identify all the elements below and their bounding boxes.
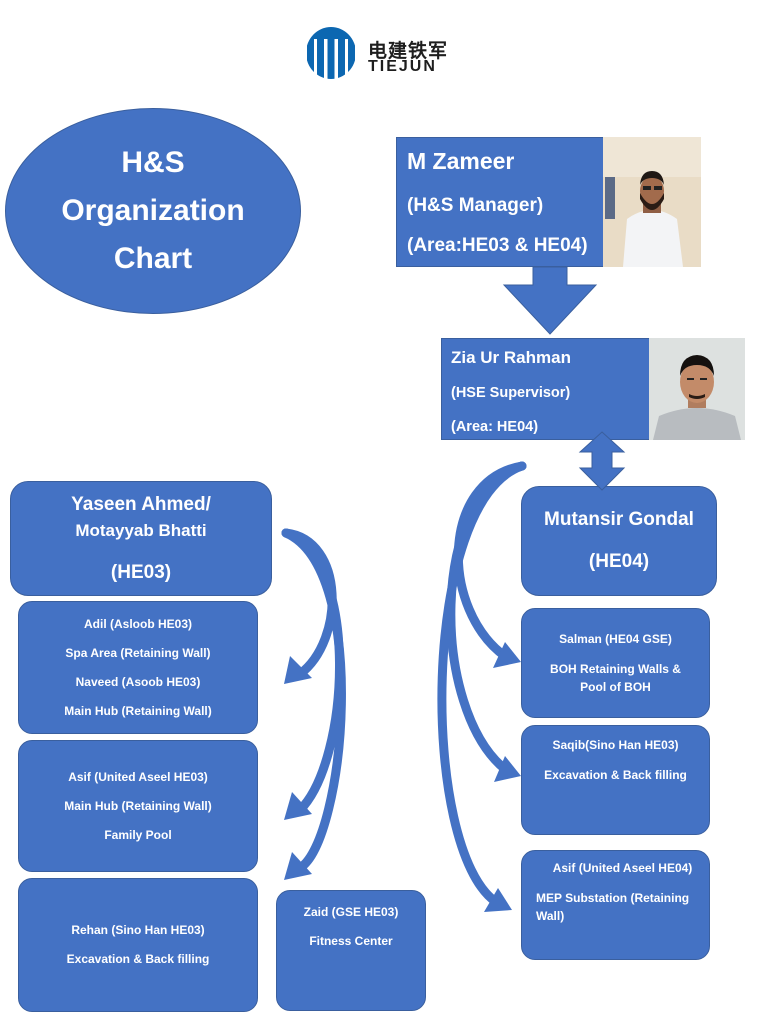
he03-team-rehan: Rehan (Sino Han HE03) Excavation & Back … [18, 878, 258, 1012]
he04-lead-area: (HE04) [588, 551, 650, 572]
team-line: Fitness Center [309, 934, 393, 948]
double-arrow [578, 431, 626, 491]
he04-lead-node: Mutansir Gondal (HE04) [521, 486, 717, 596]
logo-chinese-text: 电建铁军 [368, 41, 449, 62]
supervisor-area: (Area: HE04) [451, 419, 539, 435]
curve-right-3 [437, 461, 527, 907]
arrowhead-left-3 [284, 852, 312, 880]
title-line-1: H&S [121, 146, 185, 179]
team-line: Spa Area (Retaining Wall) [65, 645, 211, 660]
supervisor-photo [649, 338, 745, 440]
arrowhead-left-1 [284, 656, 312, 684]
team-title: Saqib(Sino Han HE03) [552, 738, 679, 752]
manager-photo [603, 137, 701, 267]
he04-team-asif: Asif (United Aseel HE04) MEP Substation … [521, 850, 710, 960]
down-arrow [502, 266, 598, 335]
he03-team-zaid: Zaid (GSE HE03) Fitness Center [276, 890, 426, 1011]
team-line: BOH Retaining Walls & [550, 662, 681, 676]
curve-right-1 [454, 461, 527, 662]
team-line: Excavation & Back filling [66, 952, 210, 966]
title-line-3: Chart [113, 242, 193, 275]
team-title: Asif (United Aseel HE04) [552, 861, 693, 875]
curve-left-2 [281, 528, 344, 815]
he04-team-salman: Salman (HE04 GSE) BOH Retaining Walls & … [521, 608, 710, 718]
he03-team-adil: Adil (Asloob HE03) Spa Area (Retaining W… [18, 601, 258, 734]
team-line: MEP Substation (Retaining [536, 891, 690, 905]
he03-team-asif: Asif (United Aseel HE03) Main Hub (Retai… [18, 740, 258, 872]
he03-lead-node: Yaseen Ahmed/ Motayyab Bhatti (HE03) [10, 481, 272, 596]
arrowhead-left-2 [284, 792, 312, 820]
arrowhead-right-3 [484, 888, 512, 912]
manager-name: M Zameer [407, 148, 515, 174]
logo-english-text: TIEJUN [368, 58, 437, 75]
curve-left-3 [281, 528, 346, 873]
team-line: Main Hub (Retaining Wall) [64, 703, 212, 718]
chart-title: H&S Organization Chart [5, 108, 301, 314]
he03-lead-area: (HE03) [110, 561, 172, 583]
supervisor-name: Zia Ur Rahman [451, 348, 571, 367]
arrowhead-right-1 [493, 642, 521, 668]
title-line-2: Organization [61, 194, 245, 227]
he03-lead-line-1: Yaseen Ahmed/ [71, 493, 211, 515]
team-line: Pool of BOH [580, 680, 651, 694]
he03-lead-line-2: Motayyab Bhatti [75, 520, 207, 540]
team-line: Main Hub (Retaining Wall) [64, 798, 212, 813]
team-line: Rehan (Sino Han HE03) [71, 923, 205, 937]
team-line: Zaid (GSE HE03) [303, 905, 399, 919]
curve-left-1 [281, 528, 337, 679]
team-line: Excavation & Back filling [544, 768, 687, 782]
team-line: Adil (Asloob HE03) [83, 616, 192, 631]
manager-role: (H&S Manager) [407, 195, 544, 216]
arrowhead-right-2 [494, 756, 521, 782]
manager-area: (Area:HE03 & HE04) [407, 235, 588, 256]
he04-team-saqib: Saqib(Sino Han HE03) Excavation & Back f… [521, 725, 710, 835]
team-title: Salman (HE04 GSE) [559, 632, 672, 646]
he04-lead-name: Mutansir Gondal [544, 509, 694, 530]
team-line: Family Pool [104, 827, 172, 842]
team-line: Asif (United Aseel HE03) [68, 769, 208, 784]
team-line: Wall) [536, 909, 565, 923]
team-line: Naveed (Asoob HE03) [75, 674, 201, 689]
supervisor-role: (HSE Supervisor) [451, 385, 571, 401]
curve-right-2 [446, 461, 527, 775]
tiejun-logo-icon [305, 26, 357, 80]
